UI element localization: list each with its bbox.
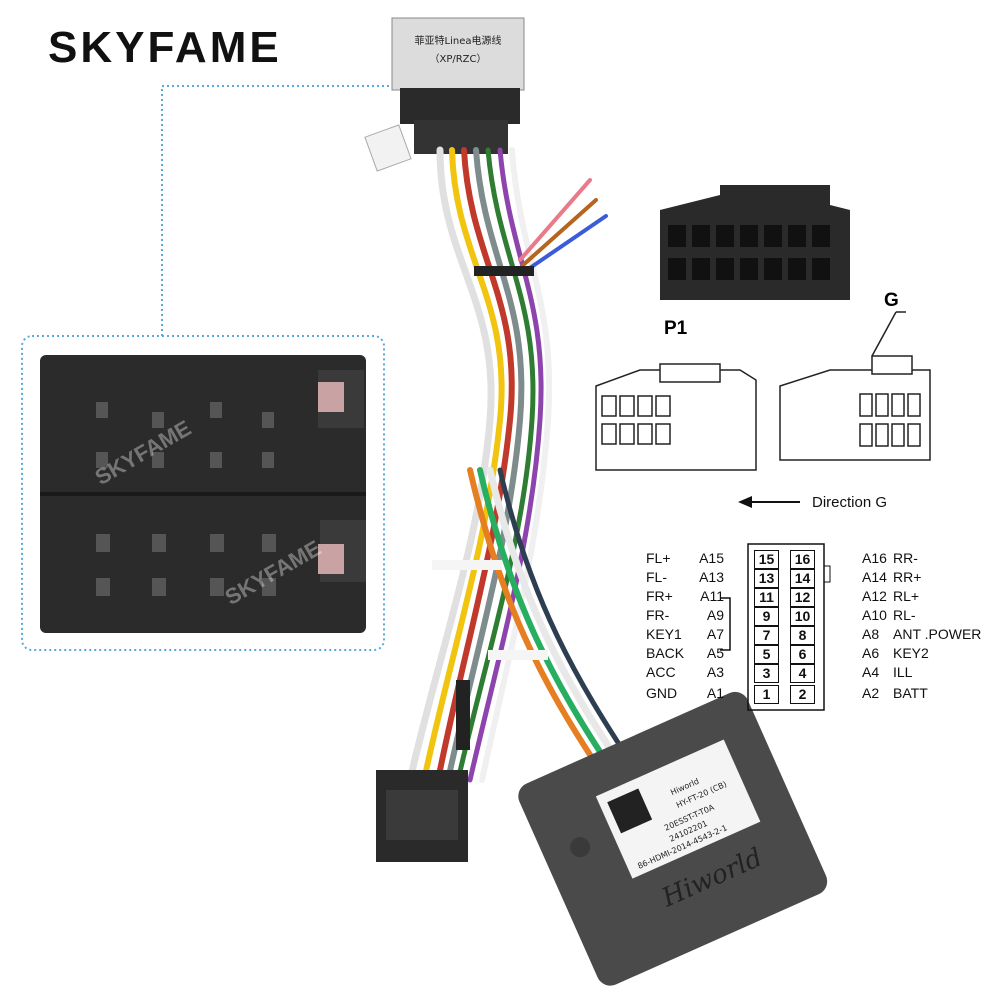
pin-function-right: BATT [893, 685, 928, 701]
pin-id-left: A15 [699, 550, 724, 566]
pin-function-left: BACK [646, 645, 685, 661]
pin-number-left: 7 [754, 626, 779, 645]
direction-label: Direction G [812, 494, 888, 511]
pin-id-left: A1 [706, 685, 724, 701]
pin-function-left: KEY1 [646, 626, 682, 642]
pin-function-right: KEY2 [893, 645, 929, 661]
skyfame-logo: SKYFAME [48, 23, 282, 72]
pin-id-right: A16 [862, 550, 887, 566]
pin-function-right: RL+ [893, 588, 920, 604]
pin-number-right: 10 [790, 607, 815, 626]
pin-id-right: A10 [862, 607, 887, 623]
pin-function-right: RR- [893, 550, 918, 566]
wire-bundle [406, 146, 639, 784]
g-line-drawing [779, 311, 931, 461]
pin-number-right: 16 [790, 550, 815, 569]
pinout-row: FL+ A15 15 16 A16 RR- [0, 550, 1000, 569]
g-label: G [884, 290, 899, 311]
pin-id-left: A11 [700, 588, 724, 604]
pin-id-right: A4 [862, 664, 880, 680]
pin-id-right: A14 [862, 569, 887, 585]
white-small-plug [364, 124, 412, 172]
pin-number-left: 3 [754, 664, 779, 683]
pin-id-right: A12 [862, 588, 887, 604]
pinout-row: FR- A9 9 10 A10 RL- [0, 607, 1000, 626]
iso-frame [21, 335, 385, 651]
pin-number-right: 8 [790, 626, 815, 645]
pin-function-left: FR- [646, 607, 670, 623]
pin-function-right: ILL [893, 664, 913, 680]
pin-function-left: FR+ [646, 588, 673, 604]
pin-id-left: A13 [699, 569, 724, 585]
plug-label-line1: 菲亚特Linea电源线 [415, 34, 502, 47]
pin-number-right: 14 [790, 569, 815, 588]
pin-number-left: 11 [754, 588, 779, 607]
pin-number-right: 12 [790, 588, 815, 607]
pin-function-left: ACC [646, 664, 676, 680]
top-power-plug: 菲亚特Linea电源线 （XP/RZC） [391, 17, 525, 154]
pin-number-left: 15 [754, 550, 779, 569]
pin-id-left: A9 [706, 607, 724, 623]
connector-photo-16pin [660, 185, 850, 300]
pin-function-left: FL- [646, 569, 667, 585]
pin-number-left: 9 [754, 607, 779, 626]
pin-function-right: RR+ [893, 569, 922, 585]
pin-id-left: A7 [706, 626, 724, 642]
pin-number-left: 13 [754, 569, 779, 588]
pin-number-left: 1 [754, 685, 779, 704]
callout-line [161, 85, 392, 336]
p1-label: P1 [664, 318, 688, 339]
pin-number-right: 2 [790, 685, 815, 704]
pin-function-right: RL- [893, 607, 916, 623]
p1-line-drawing [595, 363, 757, 471]
bottom-16pin-plug [376, 770, 468, 862]
pin-id-left: A5 [706, 645, 724, 661]
pin-number-right: 4 [790, 664, 815, 683]
plug-label-line2: （XP/RZC） [429, 53, 486, 65]
pin-number-right: 6 [790, 645, 815, 664]
pin-number-left: 5 [754, 645, 779, 664]
pin-function-left: GND [646, 685, 678, 701]
pin-id-left: A3 [706, 664, 724, 680]
pin-id-right: A6 [862, 645, 880, 661]
pinout-row: FL- A13 13 14 A14 RR+ [0, 569, 1000, 588]
pin-function-right: ANT .POWER [893, 626, 982, 642]
direction-arrow [738, 496, 800, 508]
pinout-row: FR+ A11 11 12 A12 RL+ [0, 588, 1000, 607]
pin-function-left: FL+ [646, 550, 671, 566]
decoder-box: Hiworld HY-FT-20 (CB) 20ESST-T-T0A 24102… [518, 691, 828, 986]
iso-connector [40, 355, 366, 633]
pinout-frame [747, 543, 825, 711]
pin-id-right: A8 [862, 626, 880, 642]
pin-id-right: A2 [862, 685, 880, 701]
